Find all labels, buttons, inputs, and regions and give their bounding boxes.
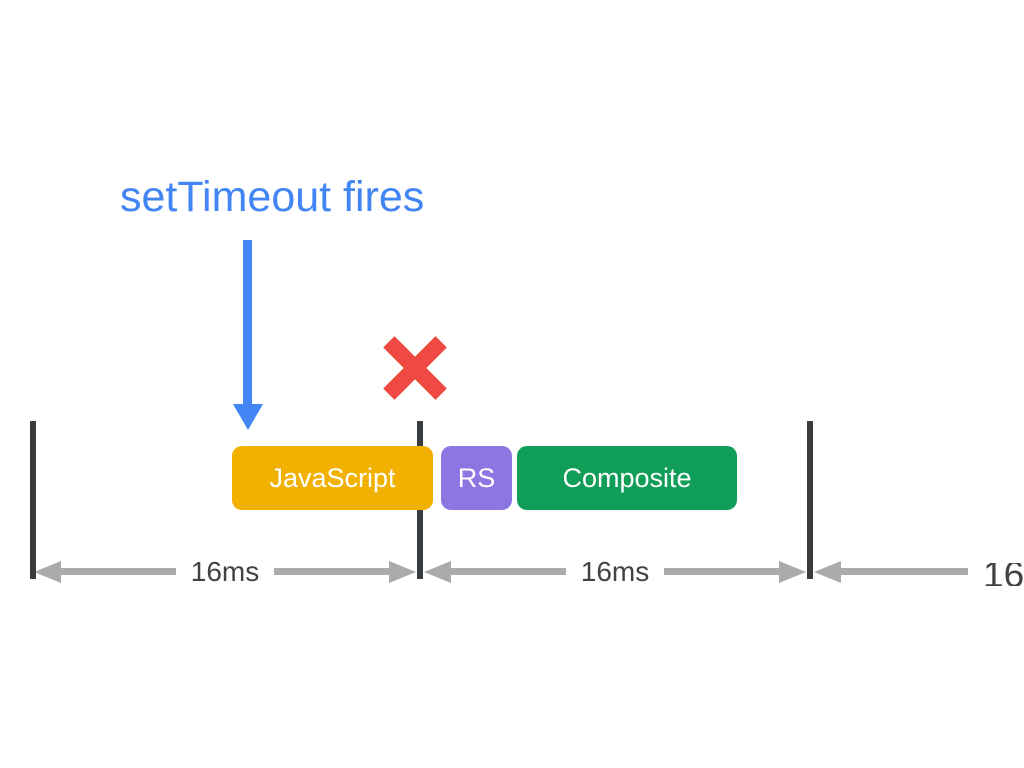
task-composite: Composite [517,446,737,510]
interval-label-3-clip: 16ms [983,563,1024,586]
arrow-line [841,568,968,575]
arrowhead-left-icon [814,560,841,583]
arrow-line [451,568,566,575]
interval-arrow-1: 16ms [34,555,416,587]
interval-label-1: 16ms [190,555,260,587]
task-recalc-styles-label: RS [457,462,496,493]
task-javascript-label: JavaScript [269,462,396,493]
interval-label-3: 16ms [983,563,1024,586]
interval-arrow-2: 16ms [424,555,806,587]
down-arrow-head [233,404,263,430]
interval-arrow-3: 16ms [814,560,1024,586]
arrowhead-right-icon [779,560,806,583]
task-recalc-styles: RS [441,446,512,510]
down-arrow-icon [233,240,263,430]
down-arrow-shaft [243,240,252,406]
frame-boundary-tick-3 [807,421,813,579]
arrowhead-left-icon [34,560,61,583]
arrowhead-left-icon [424,560,451,583]
arrow-line [61,568,176,575]
missed-frame-x-icon [383,336,447,400]
interval-label-2: 16ms [580,555,650,587]
settimeout-fires-label: setTimeout fires [120,173,425,221]
task-javascript: JavaScript [232,446,433,510]
frame-boundary-tick-1 [30,421,36,579]
arrow-line [664,568,779,575]
task-composite-label: Composite [562,462,692,493]
arrow-line [274,568,389,575]
arrowhead-right-icon [389,560,416,583]
